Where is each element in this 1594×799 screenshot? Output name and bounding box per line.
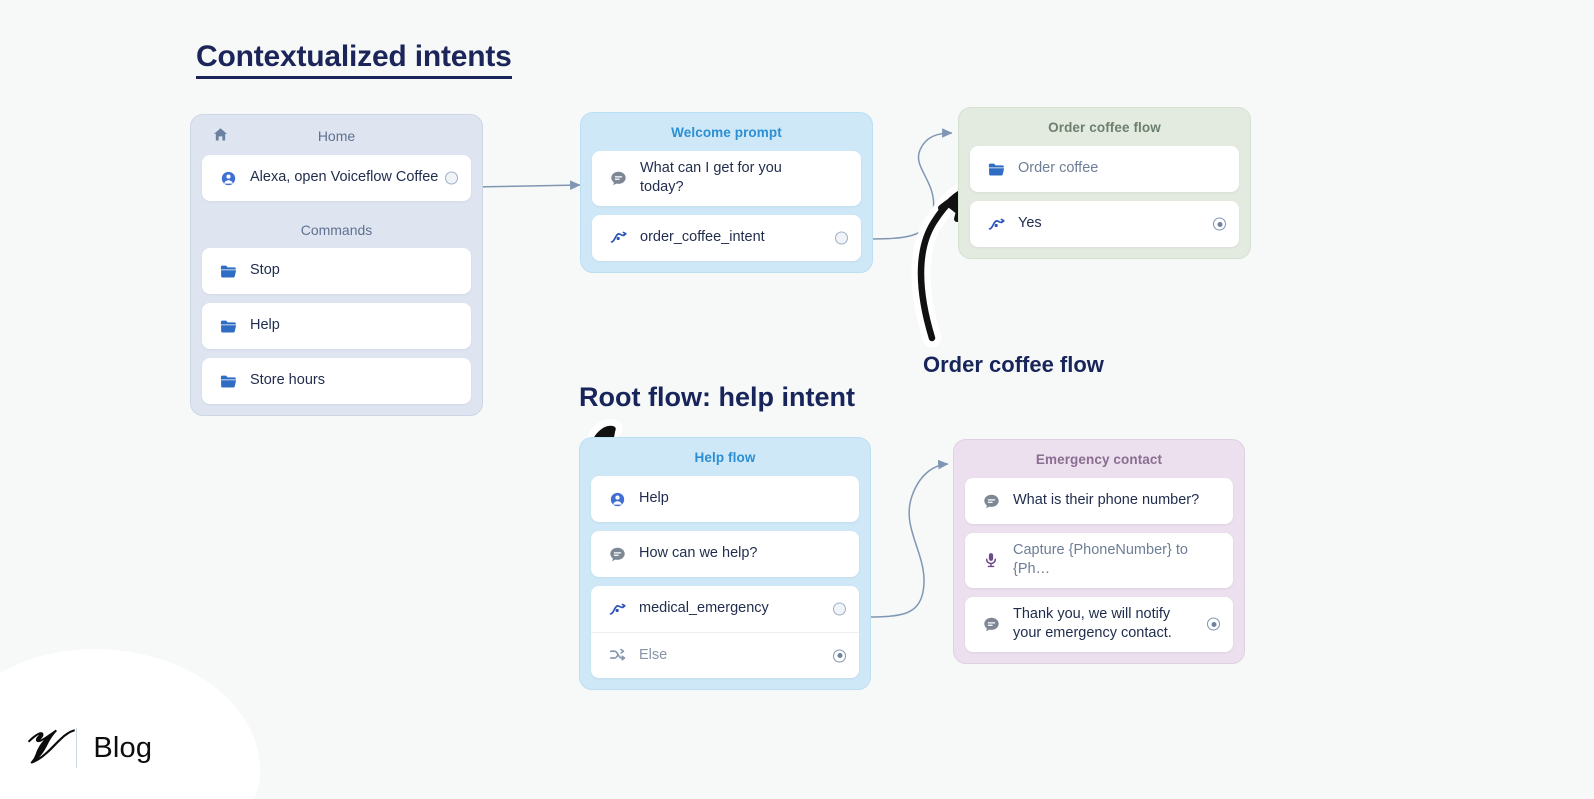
row-stop[interactable]: Stop [202, 248, 471, 294]
order-coffee-flow-panel[interactable]: Order coffee flow Order coffee [958, 107, 1251, 259]
speak-bubble-icon [978, 615, 1004, 634]
row-welcome-message[interactable]: What can I get for you today? [592, 151, 861, 206]
intent-icon [604, 600, 630, 619]
output-port[interactable] [833, 649, 846, 662]
welcome-prompt-panel[interactable]: Welcome prompt What can I get for you to… [580, 112, 873, 273]
speak-bubble-icon [604, 545, 630, 564]
welcome-row-card-speak[interactable]: What can I get for you today? [592, 151, 861, 206]
output-port[interactable] [835, 231, 848, 245]
row-label: Help [639, 490, 669, 507]
output-port[interactable] [445, 171, 458, 185]
intent-icon [983, 215, 1009, 234]
speak-bubble-icon [978, 492, 1004, 511]
order-coffee-panel-title: Order coffee flow [1048, 120, 1161, 135]
shuffle-icon [604, 646, 630, 665]
emergency-panel-title: Emergency contact [1035, 452, 1163, 467]
row-capture-phone-number[interactable]: Capture {PhoneNumber} to {Ph… [965, 533, 1233, 588]
output-port[interactable] [1213, 217, 1226, 231]
help-row-card-speak[interactable]: How can we help? [591, 531, 859, 577]
output-port[interactable] [833, 602, 846, 616]
folder-icon [215, 372, 241, 391]
help-panel-title: Help flow [694, 450, 756, 465]
voiceflow-logo-icon: 𝒱 [22, 719, 61, 773]
row-medical-emergency[interactable]: medical_emergency [591, 586, 859, 632]
row-label: What can I get for you today? [640, 160, 782, 196]
row-label: medical_emergency [639, 600, 769, 617]
home-icon [212, 126, 229, 146]
welcome-row-card-intent[interactable]: order_coffee_intent [592, 214, 861, 261]
user-intent-icon [604, 491, 630, 508]
speak-bubble-icon [605, 169, 631, 188]
row-help[interactable]: Help [202, 303, 471, 349]
row-label: Else [639, 646, 668, 663]
row-help-intent[interactable]: Help [591, 476, 859, 522]
command-card-stop[interactable]: Stop [202, 248, 471, 294]
commands-section-label: Commands [300, 222, 373, 238]
row-label: Capture {PhoneNumber} to {Ph… [1013, 542, 1188, 578]
row-store-hours[interactable]: Store hours [202, 358, 471, 404]
folder-icon [983, 160, 1009, 179]
order-coffee-row-card-folder[interactable]: Order coffee [970, 146, 1239, 192]
row-label: Thank you, we will notify your emergency… [1013, 605, 1172, 642]
intent-icon [605, 228, 631, 247]
row-label: How can we help? [639, 545, 758, 562]
root-flow-help-intent-annotation: Root flow: help intent [579, 382, 855, 412]
row-label: Store hours [250, 372, 325, 389]
row-how-can-we-help[interactable]: How can we help? [591, 531, 859, 577]
folder-icon [215, 262, 241, 281]
home-panel-header: Home [202, 115, 471, 155]
help-flow-panel[interactable]: Help flow Help [579, 437, 871, 690]
row-else[interactable]: Else [591, 632, 859, 678]
folder-icon [215, 317, 241, 336]
order-coffee-flow-annotation: Order coffee flow [923, 352, 1104, 377]
row-label: Alexa, open Voiceflow Coffee [250, 169, 439, 186]
row-label: Yes [1018, 215, 1042, 232]
brand-lockup[interactable]: 𝒱 Blog [22, 719, 153, 773]
row-alexa-open-voiceflow-coffee[interactable]: Alexa, open Voiceflow Coffee [202, 155, 471, 201]
home-entry-card[interactable]: Alexa, open Voiceflow Coffee [202, 155, 471, 201]
command-card-store-hours[interactable]: Store hours [202, 358, 471, 404]
welcome-panel-title: Welcome prompt [671, 125, 782, 140]
row-label: Order coffee [1018, 160, 1099, 177]
help-row-card-help[interactable]: Help [591, 476, 859, 522]
emergency-row-card-speak1[interactable]: What is their phone number? [965, 478, 1233, 524]
row-label: Help [250, 317, 280, 334]
row-label: order_coffee_intent [640, 229, 765, 246]
page-title: Contextualized intents [196, 40, 512, 79]
row-label: Stop [250, 262, 280, 279]
brand-blog-label: Blog [93, 731, 153, 764]
command-card-help[interactable]: Help [202, 303, 471, 349]
row-what-is-phone-number[interactable]: What is their phone number? [965, 478, 1233, 524]
home-panel-header-label: Home [317, 128, 356, 144]
user-intent-icon [215, 170, 241, 187]
wire-home-to-welcome [471, 180, 581, 190]
wire-medical-to-emergency [860, 459, 949, 618]
microphone-icon [978, 551, 1004, 569]
emergency-row-card-speak2[interactable]: Thank you, we will notify your emergency… [965, 596, 1233, 652]
emergency-row-card-capture[interactable]: Capture {PhoneNumber} to {Ph… [965, 533, 1233, 588]
row-order-coffee-intent[interactable]: order_coffee_intent [592, 215, 861, 261]
order-coffee-row-card-yes[interactable]: Yes [970, 201, 1239, 247]
home-flow-panel[interactable]: Home Alexa, open Voiceflow Coffee Comman… [190, 114, 483, 416]
emergency-contact-panel[interactable]: Emergency contact What is their phone nu… [953, 439, 1245, 664]
brand-divider [76, 728, 78, 768]
row-thank-you-notify[interactable]: Thank you, we will notify your emergency… [965, 597, 1233, 652]
row-order-coffee[interactable]: Order coffee [970, 146, 1239, 192]
help-row-card-choice[interactable]: medical_emergency Else [591, 586, 859, 678]
row-yes[interactable]: Yes [970, 201, 1239, 247]
wire-intent-to-order-flow [863, 128, 953, 240]
output-port[interactable] [1207, 617, 1220, 631]
row-label: What is their phone number? [1013, 492, 1200, 509]
